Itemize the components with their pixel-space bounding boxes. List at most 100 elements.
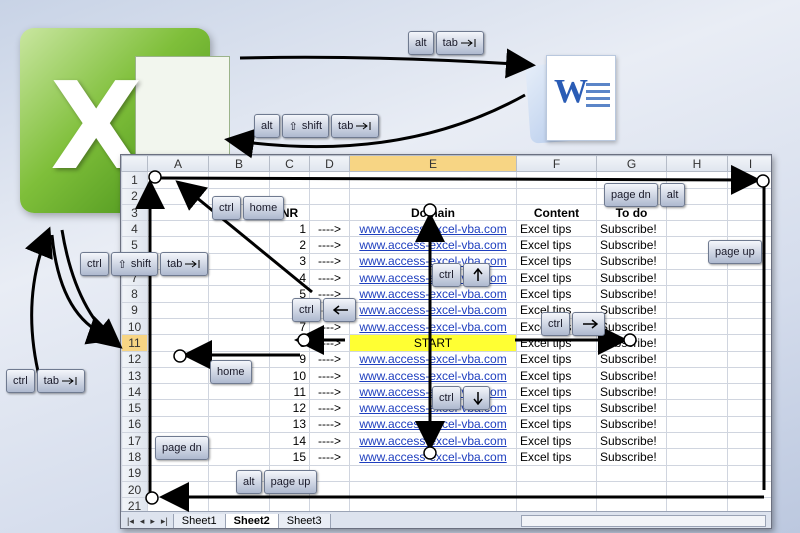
- content-cell[interactable]: Excel tips: [516, 399, 597, 417]
- domain-link[interactable]: www.access-excel-vba.com: [349, 366, 517, 385]
- sheet-tab-2[interactable]: Sheet2: [224, 513, 279, 528]
- todo-cell[interactable]: Subscribe!: [596, 301, 667, 319]
- nr-cell[interactable]: 13: [269, 415, 310, 434]
- cell[interactable]: [666, 464, 728, 482]
- cell[interactable]: [727, 432, 771, 450]
- content-cell[interactable]: Excel tips: [516, 252, 597, 271]
- todo-cell[interactable]: Subscribe!: [596, 383, 667, 401]
- row-header[interactable]: 3: [121, 203, 148, 222]
- cell[interactable]: [596, 464, 667, 482]
- column-header-i[interactable]: I: [727, 155, 771, 173]
- cell[interactable]: [147, 366, 209, 385]
- horizontal-scrollbar[interactable]: [521, 515, 766, 527]
- nr-cell[interactable]: 12: [269, 399, 310, 417]
- cell[interactable]: [147, 383, 209, 401]
- cell[interactable]: [727, 366, 771, 385]
- arrow-cell[interactable]: ---->: [309, 236, 350, 254]
- cell[interactable]: [666, 366, 728, 385]
- column-header-h[interactable]: H: [666, 155, 728, 173]
- content-cell[interactable]: Excel tips: [516, 334, 597, 352]
- nr-cell[interactable]: 10: [269, 366, 310, 385]
- cell[interactable]: [349, 480, 517, 499]
- cell[interactable]: [208, 448, 270, 466]
- sheet-tab-1[interactable]: Sheet1: [172, 513, 226, 528]
- column-header-c[interactable]: C: [269, 155, 310, 173]
- cell[interactable]: [666, 480, 728, 499]
- cell[interactable]: [208, 285, 270, 303]
- cell[interactable]: [727, 350, 771, 368]
- cell[interactable]: [208, 252, 270, 271]
- cell[interactable]: [269, 171, 310, 189]
- arrow-cell[interactable]: ---->: [309, 383, 350, 401]
- todo-cell[interactable]: Subscribe!: [596, 350, 667, 368]
- row-header[interactable]: 2: [121, 187, 148, 205]
- row-header[interactable]: 16: [121, 415, 148, 434]
- cell[interactable]: [147, 464, 209, 482]
- content-cell[interactable]: Excel tips: [516, 220, 597, 238]
- todo-cell[interactable]: Subscribe!: [596, 334, 667, 352]
- nr-cell[interactable]: 8: [269, 334, 310, 352]
- row-header[interactable]: 9: [121, 301, 148, 319]
- column-header-b[interactable]: B: [208, 155, 270, 173]
- column-header-g[interactable]: G: [596, 155, 667, 173]
- row-header[interactable]: 14: [121, 383, 148, 401]
- cell[interactable]: [309, 203, 350, 222]
- nr-cell[interactable]: 14: [269, 432, 310, 450]
- content-cell[interactable]: Excel tips: [516, 448, 597, 466]
- todo-cell[interactable]: Subscribe!: [596, 415, 667, 434]
- cell[interactable]: [666, 285, 728, 303]
- prev-sheet-button[interactable]: ◂: [139, 515, 145, 526]
- cell[interactable]: [147, 350, 209, 368]
- domain-link[interactable]: www.access-excel-vba.com: [349, 220, 517, 238]
- row-header[interactable]: 5: [121, 236, 148, 254]
- cell[interactable]: [516, 171, 597, 189]
- row-header[interactable]: 10: [121, 317, 148, 336]
- cell[interactable]: [147, 415, 209, 434]
- cell[interactable]: [727, 269, 771, 287]
- domain-link[interactable]: www.access-excel-vba.com: [349, 236, 517, 254]
- cell[interactable]: [727, 448, 771, 466]
- cell[interactable]: [666, 220, 728, 238]
- cell[interactable]: [727, 187, 771, 205]
- cell[interactable]: [596, 480, 667, 499]
- cell[interactable]: [727, 220, 771, 238]
- nr-cell[interactable]: 15: [269, 448, 310, 466]
- todo-cell[interactable]: Subscribe!: [596, 220, 667, 238]
- cell[interactable]: [666, 383, 728, 401]
- column-header-d[interactable]: D: [309, 155, 350, 173]
- row-header[interactable]: 17: [121, 432, 148, 450]
- cell[interactable]: [208, 334, 270, 352]
- arrow-cell[interactable]: ---->: [309, 334, 350, 352]
- cell[interactable]: [147, 480, 209, 499]
- cell[interactable]: [666, 334, 728, 352]
- row-header[interactable]: 20: [121, 480, 148, 499]
- arrow-cell[interactable]: ---->: [309, 415, 350, 434]
- todo-cell[interactable]: Subscribe!: [596, 269, 667, 287]
- cell[interactable]: [147, 317, 209, 336]
- cell[interactable]: [727, 480, 771, 499]
- arrow-cell[interactable]: ---->: [309, 399, 350, 417]
- cell[interactable]: [309, 187, 350, 205]
- cell[interactable]: [208, 236, 270, 254]
- arrow-cell[interactable]: ---->: [309, 252, 350, 271]
- cell[interactable]: [727, 301, 771, 319]
- nr-cell[interactable]: 3: [269, 252, 310, 271]
- cell[interactable]: [208, 171, 270, 189]
- content-cell[interactable]: Excel tips: [516, 285, 597, 303]
- nr-cell[interactable]: 1: [269, 220, 310, 238]
- cell[interactable]: [208, 269, 270, 287]
- header-domain[interactable]: Domain: [349, 203, 517, 222]
- todo-cell[interactable]: Subscribe!: [596, 317, 667, 336]
- domain-link[interactable]: www.access-excel-vba.com: [349, 350, 517, 368]
- cell[interactable]: [666, 317, 728, 336]
- nr-cell[interactable]: 11: [269, 383, 310, 401]
- cell[interactable]: [208, 415, 270, 434]
- row-header[interactable]: 12: [121, 350, 148, 368]
- nr-cell[interactable]: 2: [269, 236, 310, 254]
- header-todo[interactable]: To do: [596, 203, 667, 222]
- start-cell[interactable]: START: [349, 334, 517, 352]
- row-header[interactable]: 18: [121, 448, 148, 466]
- cell[interactable]: [727, 171, 771, 189]
- cell[interactable]: [147, 203, 209, 222]
- domain-link[interactable]: www.access-excel-vba.com: [349, 301, 517, 319]
